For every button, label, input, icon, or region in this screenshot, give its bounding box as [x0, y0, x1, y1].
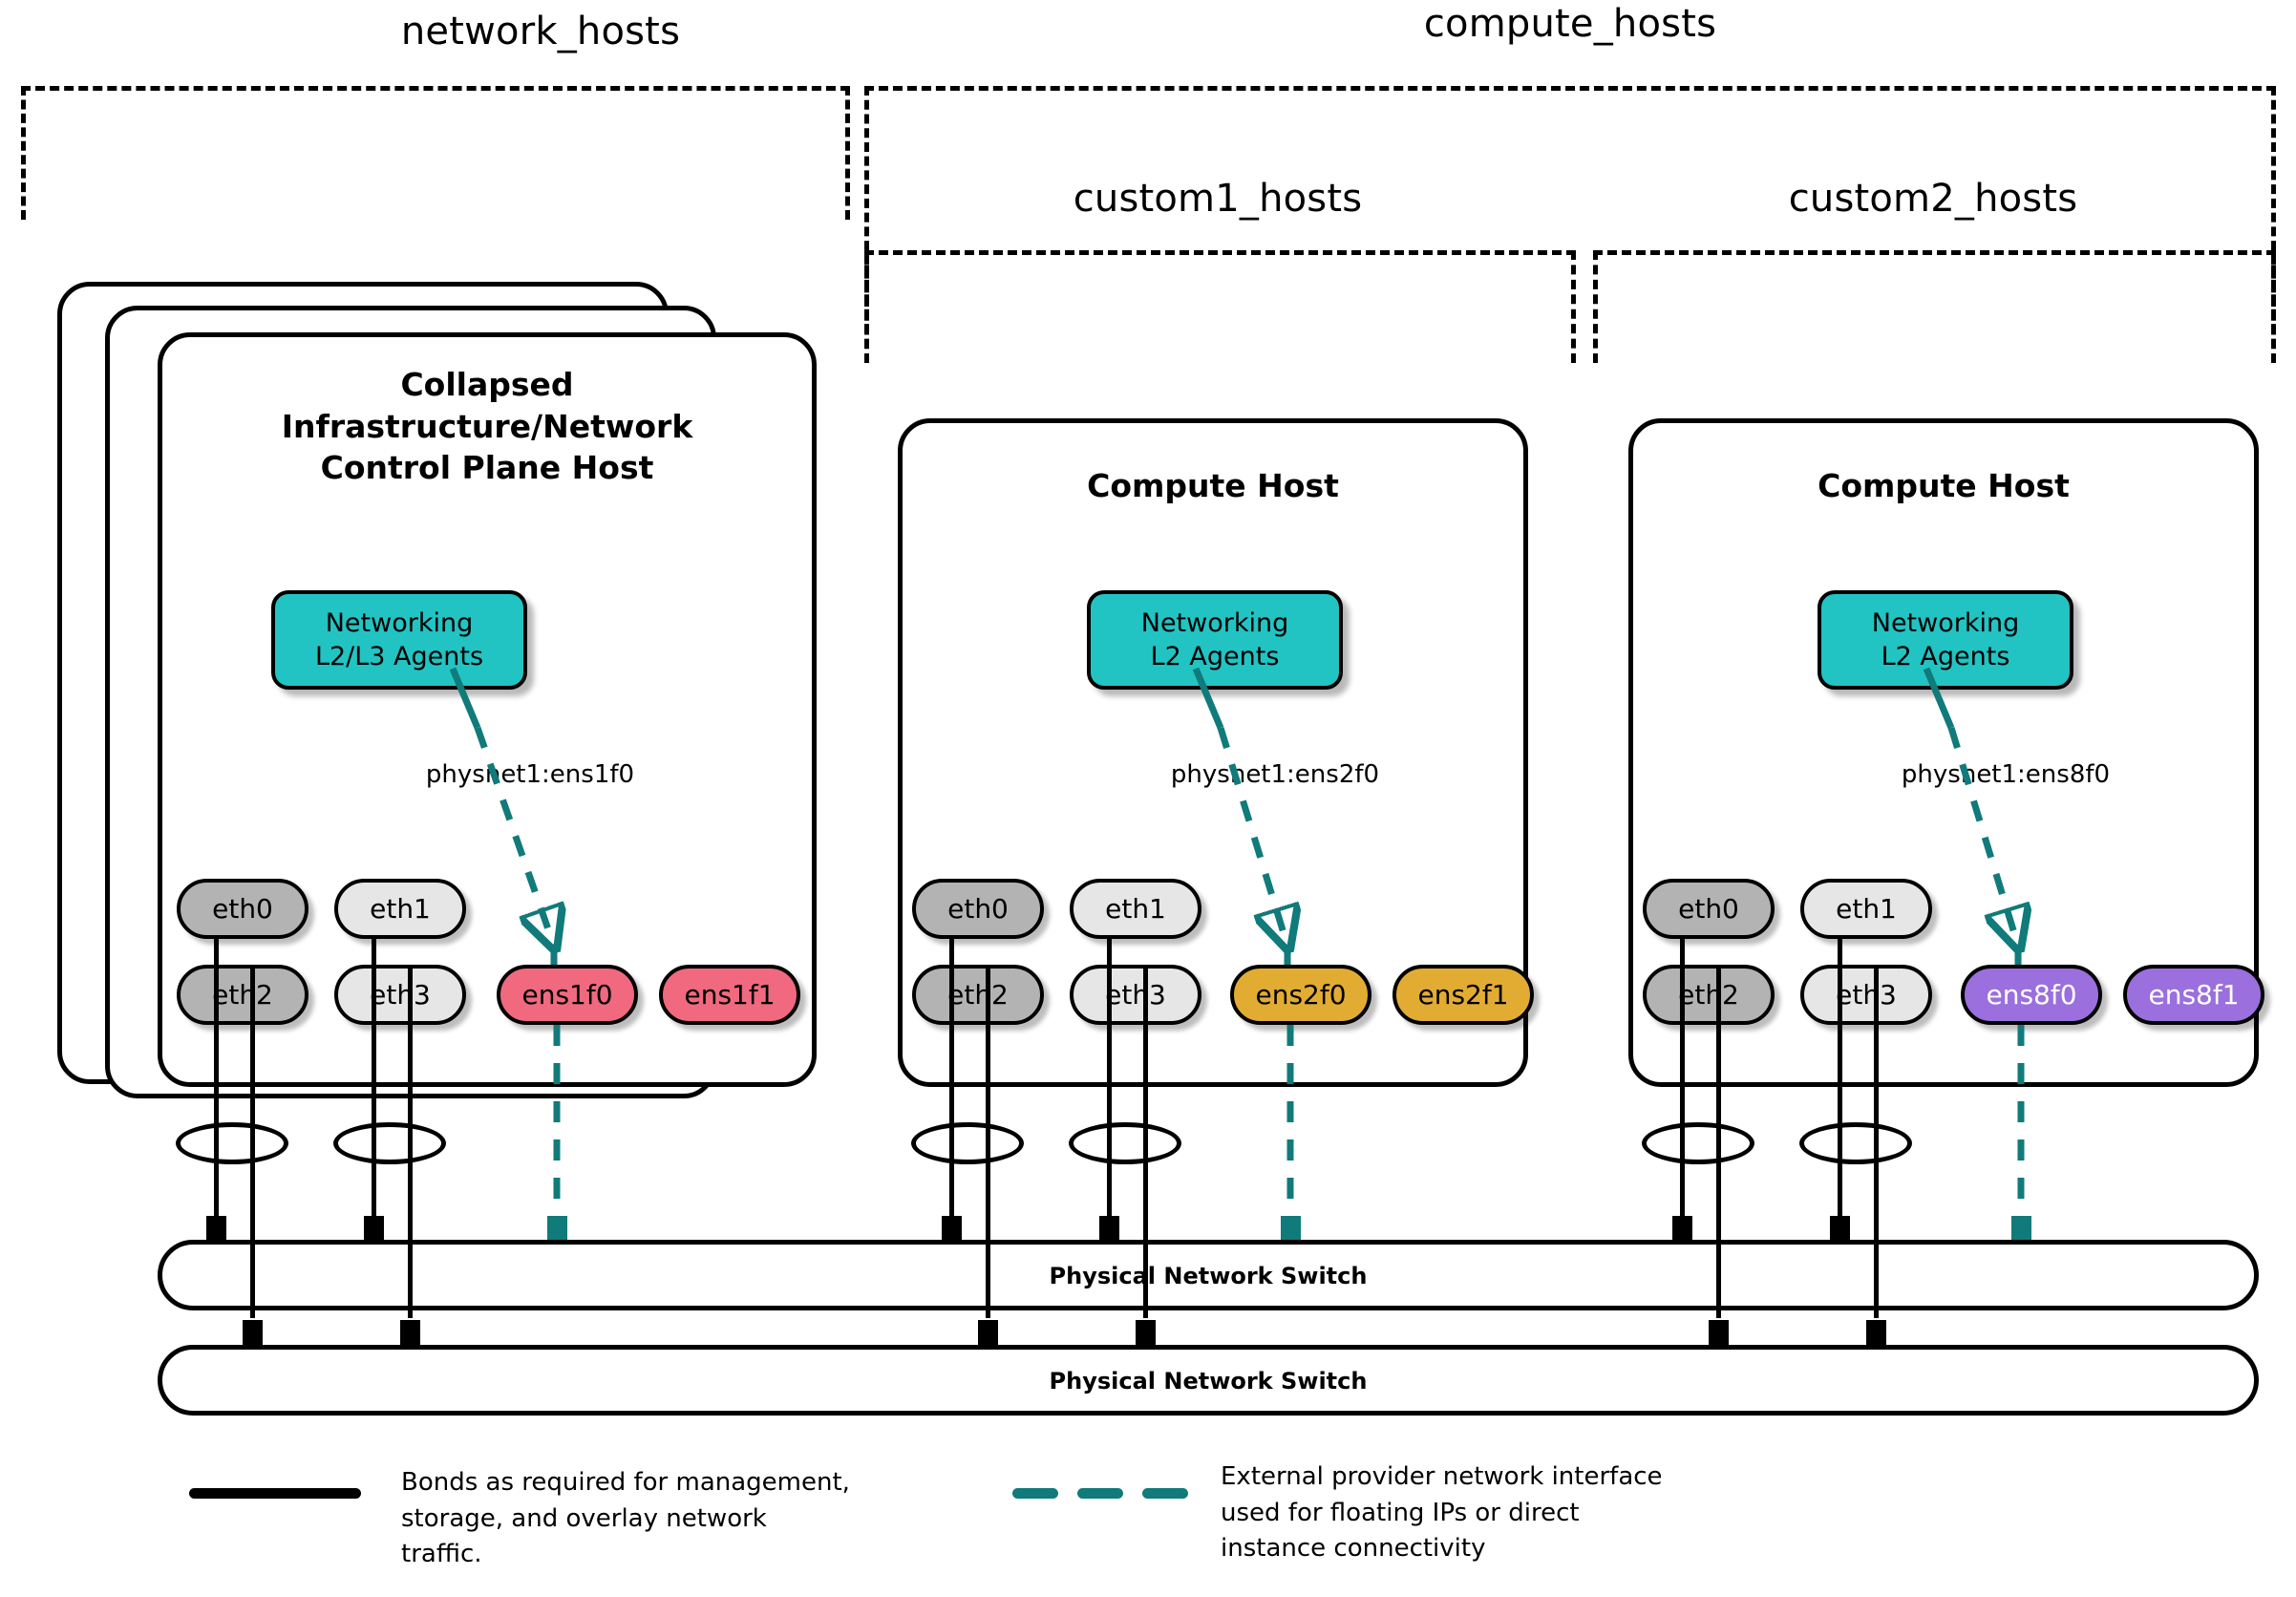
switch-port-connector — [978, 1320, 998, 1346]
group-label-compute-hosts: compute_hosts — [1423, 2, 1717, 46]
agent-label-line: Networking — [1140, 607, 1289, 638]
nic-pill-ens8f1[interactable]: ens8f1 — [2123, 965, 2264, 1025]
nic-pill-eth3[interactable]: eth3 — [1070, 965, 1201, 1025]
switch-port-connector-teal — [1281, 1216, 1301, 1242]
group-label-custom2-hosts: custom2_hosts — [1788, 177, 2078, 221]
switch-port-connector-teal — [547, 1216, 567, 1242]
bond-ellipse — [1069, 1122, 1181, 1164]
legend-swatch-bond — [189, 1488, 361, 1499]
agent-pill-l2-1[interactable]: Networking L2 Agents — [1087, 590, 1343, 690]
switch-port-connector — [1672, 1216, 1692, 1242]
bond-line — [372, 936, 376, 1242]
agent-label-line: L2 Agents — [1881, 642, 2010, 671]
host-title: Compute Host — [1633, 465, 2254, 507]
host-title-line: Compute Host — [1818, 467, 2070, 504]
group-label-custom1-hosts: custom1_hosts — [1073, 177, 1363, 221]
bond-ellipse — [1642, 1122, 1754, 1164]
legend-swatch-provider-1 — [1012, 1488, 1058, 1499]
switch-port-connector — [1709, 1320, 1729, 1346]
physnet-label-host2: physnet1:ens2f0 — [1170, 760, 1380, 789]
switch-label: Physical Network Switch — [1049, 1368, 1368, 1395]
switch-port-connector — [1866, 1320, 1886, 1346]
legend-swatch-provider-3 — [1142, 1488, 1188, 1499]
nic-pill-ens2f0[interactable]: ens2f0 — [1230, 965, 1371, 1025]
switch-port-connector — [1136, 1320, 1156, 1346]
host-title-line: Control Plane Host — [320, 449, 654, 487]
bond-ellipse — [911, 1122, 1024, 1164]
nic-pill-eth0[interactable]: eth0 — [912, 879, 1044, 939]
bond-line — [949, 936, 954, 1242]
bond-line — [1838, 936, 1842, 1242]
nic-pill-ens1f1[interactable]: ens1f1 — [659, 965, 800, 1025]
legend-line: instance connectivity — [1221, 1534, 1486, 1564]
legend-swatch-provider-2 — [1077, 1488, 1123, 1499]
switch-label: Physical Network Switch — [1049, 1263, 1368, 1289]
host-title: Compute Host — [903, 465, 1523, 507]
bond-ellipse — [176, 1122, 288, 1164]
legend-text-bond: Bonds as required for management, storag… — [401, 1465, 850, 1573]
switch-port-connector — [243, 1320, 263, 1346]
group-box-network-hosts — [21, 86, 850, 220]
group-box-compute-hosts — [864, 86, 2276, 363]
switch-port-connector — [206, 1216, 226, 1242]
physnet-label-host3: physnet1:ens8f0 — [1901, 760, 2111, 789]
host-title-line: Compute Host — [1087, 467, 1339, 504]
nic-pill-eth2[interactable]: eth2 — [177, 965, 308, 1025]
physical-network-switch-upper[interactable] — [158, 1240, 2259, 1310]
bond-ellipse — [333, 1122, 446, 1164]
nic-pill-eth0[interactable]: eth0 — [177, 879, 308, 939]
host-title-line: Infrastructure/Network — [281, 407, 693, 445]
bond-line — [214, 936, 219, 1242]
physical-network-switch-lower[interactable] — [158, 1345, 2259, 1416]
switch-port-connector — [400, 1320, 420, 1346]
nic-pill-ens8f0[interactable]: ens8f0 — [1961, 965, 2102, 1025]
switch-port-connector — [364, 1216, 384, 1242]
nic-pill-eth0[interactable]: eth0 — [1643, 879, 1775, 939]
nic-pill-eth2[interactable]: eth2 — [1643, 965, 1775, 1025]
agent-pill-l2l3[interactable]: Networking L2/L3 Agents — [271, 590, 527, 690]
nic-pill-eth2[interactable]: eth2 — [912, 965, 1044, 1025]
nic-pill-eth3[interactable]: eth3 — [1800, 965, 1932, 1025]
nic-pill-eth1[interactable]: eth1 — [1070, 879, 1201, 939]
bond-line — [1680, 936, 1685, 1242]
switch-port-connector — [1099, 1216, 1119, 1242]
agent-label-line: Networking — [1871, 607, 2020, 638]
group-box-custom1-hosts — [864, 250, 1576, 363]
agent-label-line: L2/L3 Agents — [314, 642, 484, 671]
bond-line — [1107, 936, 1112, 1242]
legend-line: storage, and overlay network traffic. — [401, 1503, 767, 1569]
agent-label-line: Networking — [325, 607, 474, 638]
physnet-label-host1: physnet1:ens1f0 — [425, 760, 635, 789]
nic-pill-eth3[interactable]: eth3 — [334, 965, 466, 1025]
switch-port-connector — [1830, 1216, 1850, 1242]
nic-pill-ens1f0[interactable]: ens1f0 — [497, 965, 638, 1025]
agent-pill-l2-2[interactable]: Networking L2 Agents — [1818, 590, 2073, 690]
host-card-collapsed-control-plane[interactable]: Collapsed Infrastructure/Network Control… — [158, 332, 817, 1087]
host-title-line: Collapsed — [400, 366, 574, 403]
nic-pill-eth1[interactable]: eth1 — [334, 879, 466, 939]
legend-line: used for floating IPs or direct — [1221, 1498, 1580, 1527]
legend-line: Bonds as required for management, — [401, 1468, 850, 1497]
nic-pill-eth1[interactable]: eth1 — [1800, 879, 1932, 939]
bond-ellipse — [1799, 1122, 1912, 1164]
group-box-custom2-hosts — [1593, 250, 2276, 363]
group-label-network-hosts: network_hosts — [400, 10, 681, 53]
switch-port-connector — [942, 1216, 962, 1242]
agent-label-line: L2 Agents — [1150, 642, 1280, 671]
nic-pill-ens2f1[interactable]: ens2f1 — [1392, 965, 1534, 1025]
switch-port-connector-teal — [2011, 1216, 2031, 1242]
host-title: Collapsed Infrastructure/Network Control… — [162, 364, 812, 489]
legend-line: External provider network interface — [1221, 1462, 1663, 1491]
legend-text-provider: External provider network interface used… — [1221, 1459, 1669, 1567]
